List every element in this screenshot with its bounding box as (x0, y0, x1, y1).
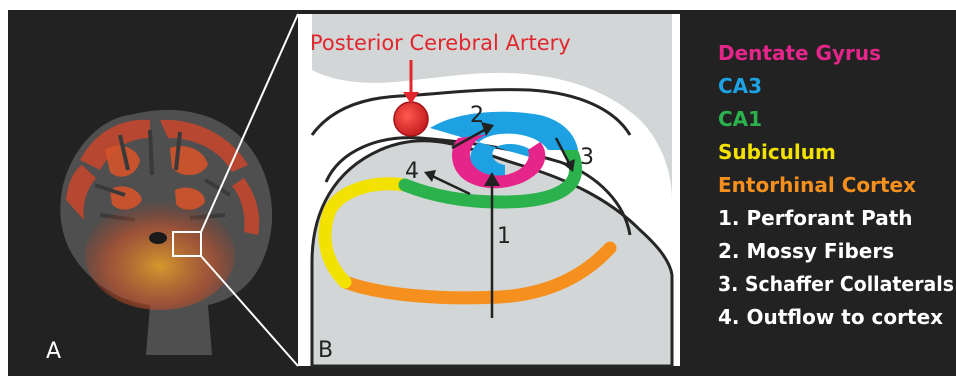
legend-ca1: CA1 (718, 107, 762, 131)
legend-entorhinal-cortex: Entorhinal Cortex (718, 173, 916, 197)
pathway-number-2: 2 (470, 103, 484, 128)
mri-central-glow (85, 200, 235, 310)
legend-dentate-gyrus: Dentate Gyrus (718, 41, 881, 65)
legend-perforant-path: 1. Perforant Path (718, 206, 913, 230)
legend-outflow-to-cortex: 4. Outflow to cortex (718, 305, 943, 329)
legend: Dentate Gyrus CA3 CA1 Subiculum Entorhin… (718, 41, 954, 329)
panel-b-label: B (318, 338, 333, 363)
legend-ca3: CA3 (718, 74, 762, 98)
pathway-number-1: 1 (497, 224, 511, 249)
panel-a-label: A (46, 339, 61, 364)
mri-ventricle (149, 232, 167, 244)
legend-mossy-fibers: 2. Mossy Fibers (718, 239, 894, 263)
pathway-number-3: 3 (580, 145, 594, 170)
panel-b-hippocampus: Posterior Cerebral Artery 1 2 3 4 B (298, 14, 680, 366)
artery-label: Posterior Cerebral Artery (310, 31, 571, 55)
legend-schaffer-collaterals: 3. Schaffer Collaterals (718, 272, 954, 296)
legend-subiculum: Subiculum (718, 140, 836, 164)
posterior-cerebral-artery (394, 102, 428, 136)
pathway-number-4: 4 (405, 159, 419, 184)
